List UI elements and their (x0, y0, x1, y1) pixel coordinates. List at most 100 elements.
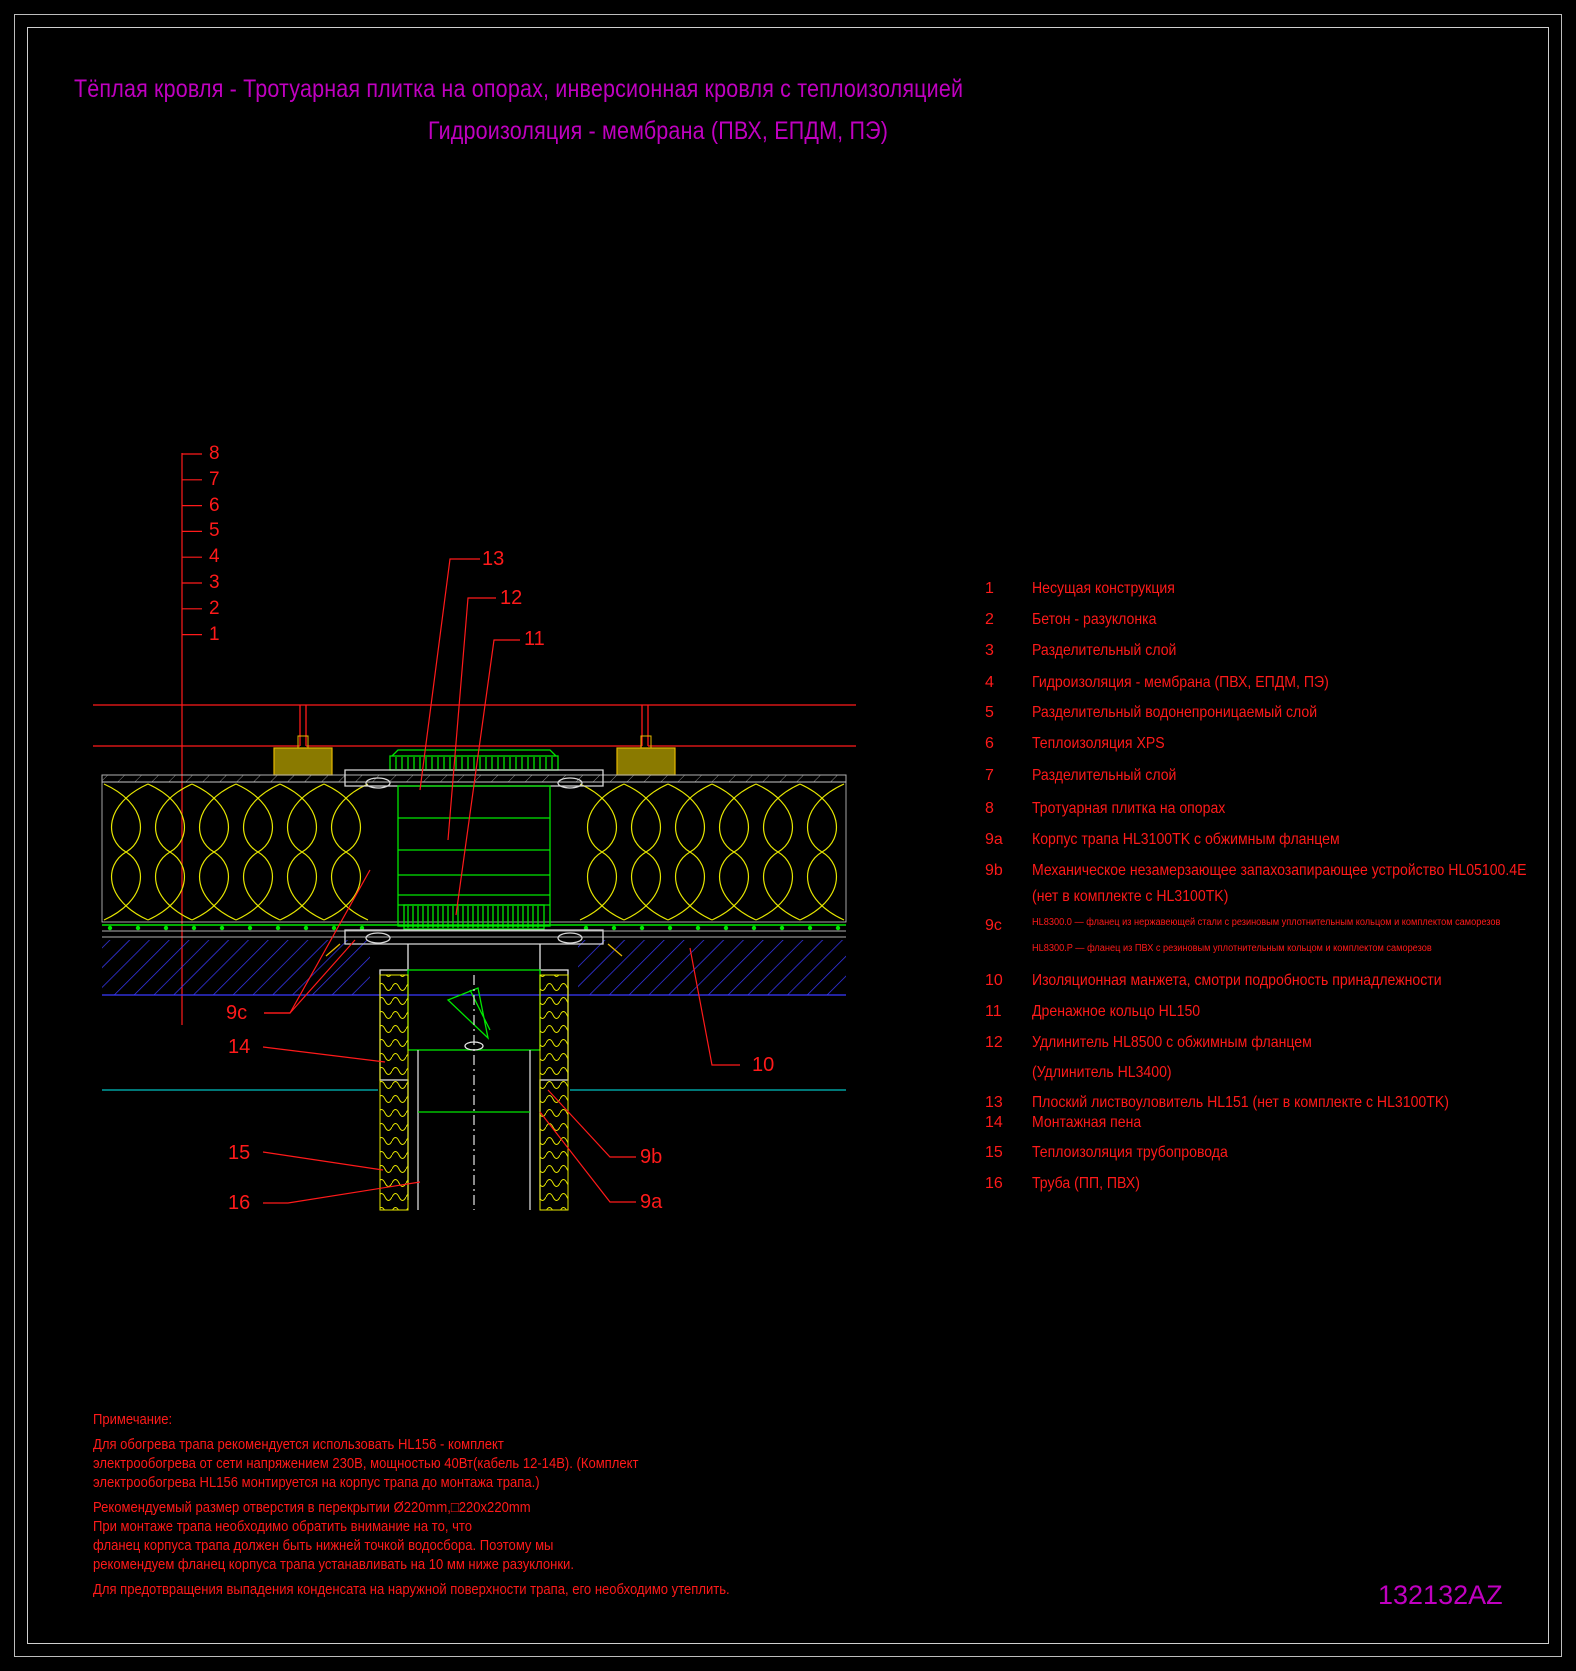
drain-pipe (417, 1050, 531, 1210)
legend-text: Корпус трапа HL3100TK с обжимным фланцем (1032, 831, 1340, 848)
insulation-loop (711, 783, 757, 921)
note-line: электрообогрева HL156 монтируется на кор… (93, 1474, 540, 1491)
callout-11: 11 (524, 628, 545, 650)
membrane-dot (359, 925, 365, 931)
membrane-dot (611, 925, 617, 931)
callout-12: 12 (500, 587, 523, 609)
pedestal-supports (273, 735, 676, 776)
legend-number: 3 (985, 642, 994, 659)
layer-label-1: 1 (209, 623, 220, 645)
xps-insulation (101, 781, 847, 923)
callout-9b: 9b (640, 1146, 663, 1168)
legend-number: 12 (985, 1034, 1003, 1051)
callout-13: 13 (482, 548, 505, 570)
legend-text: Тротуарная плитка на опорах (1032, 800, 1226, 817)
insulation-loop (323, 783, 369, 921)
legend-text: (нет в комплекте с HL3100TK) (1032, 888, 1229, 905)
insulation-loop (667, 783, 713, 921)
membrane-dot (807, 925, 813, 931)
layer-label-5: 5 (209, 520, 220, 542)
legend-number: 7 (985, 767, 994, 784)
legend-text: Теплоизоляция трубопровода (1032, 1144, 1228, 1161)
legend-number: 10 (985, 972, 1003, 989)
inner-frame (27, 27, 1549, 1644)
legend-text: HL8300.P — фланец из ПВХ с резиновым упл… (1032, 943, 1432, 954)
legend-number: 2 (985, 611, 994, 628)
legend-number: 4 (985, 674, 994, 691)
insulation-loop (147, 783, 193, 921)
legend-number: 6 (985, 735, 994, 752)
drawing-code: 132132AZ (1378, 1580, 1503, 1610)
legend-text: Гидроизоляция - мембрана (ПВХ, ЕПДМ, ПЭ) (1032, 674, 1329, 691)
membrane-dot (779, 925, 785, 931)
note-line: Для предотвращения выпадения конденсата … (93, 1581, 730, 1598)
note-line: Рекомендуемый размер отверстия в перекры… (93, 1499, 531, 1516)
membrane-layers (102, 924, 846, 938)
note-line: фланец корпуса трапа должен быть нижней … (93, 1537, 554, 1554)
paving-tiles (93, 704, 856, 747)
legend-number: 9a (985, 831, 1003, 848)
membrane-dot (107, 925, 113, 931)
legend-text: Плоский листвоуловитель HL151 (нет в ком… (1032, 1094, 1449, 1111)
roof-drain-assembly (325, 749, 623, 1210)
legend-number: 14 (985, 1114, 1003, 1131)
layer-label-7: 7 (209, 468, 220, 490)
layer-label-3: 3 (209, 572, 220, 593)
legend-text: Удлинитель HL8500 с обжимным фланцем (1032, 1034, 1312, 1051)
legend-number: 9b (985, 862, 1003, 879)
insulation-loop (755, 783, 801, 921)
legend-text: (Удлинитель HL3400) (1032, 1064, 1172, 1081)
outer-frame (14, 14, 1562, 1657)
callout-9c: 9c (226, 1002, 248, 1024)
legend-text: Труба (ПП, ПВХ) (1032, 1175, 1140, 1192)
insulation-loop (579, 783, 625, 921)
membrane-dot (303, 925, 309, 931)
membrane-dot (695, 925, 701, 931)
callout-10: 10 (752, 1054, 775, 1076)
membrane-dot (219, 925, 225, 931)
legend-text: Механическое незамерзающее запахозапираю… (1032, 862, 1527, 879)
membrane-dot (723, 925, 729, 931)
drawing-title-line2: Гидроизоляция - мембрана (ПВХ, ЕПДМ, ПЭ) (428, 117, 889, 145)
note-heading: Примечание: (93, 1411, 173, 1428)
insulation-loop (623, 783, 669, 921)
insulation-loop (235, 783, 281, 921)
drawing-title-line1: Тёплая кровля - Тротуарная плитка на опо… (74, 75, 964, 103)
callout-leaders (262, 558, 740, 1204)
membrane-dot (163, 925, 169, 931)
membrane-dot (247, 925, 253, 931)
pipe-insulation (379, 974, 569, 1211)
insulation-loop (103, 783, 149, 921)
layer-label-6: 6 (209, 494, 220, 516)
legend-number: 13 (985, 1094, 1003, 1111)
legend-text: Монтажная пена (1032, 1114, 1142, 1131)
note-line: При монтаже трапа необходимо обратить вн… (93, 1518, 472, 1535)
membrane-dot (275, 925, 281, 931)
membrane-dot (191, 925, 197, 931)
legend-text: Теплоизоляция XPS (1032, 735, 1165, 752)
legend-text: Разделительный водонепроницаемый слой (1032, 704, 1318, 721)
note-block: Примечание: Для обогрева трапа рекоменду… (93, 1410, 730, 1599)
membrane-dot (639, 925, 645, 931)
legend-number: 15 (985, 1144, 1003, 1161)
callout-14: 14 (228, 1036, 251, 1058)
membrane-dot (667, 925, 673, 931)
layer-label-8: 8 (209, 443, 220, 464)
membrane-dot (835, 925, 841, 931)
legend-number: 11 (985, 1003, 1002, 1020)
layer-label-2: 2 (209, 597, 220, 619)
concrete-screed (102, 940, 846, 995)
legend-text: Разделительный слой (1032, 642, 1177, 659)
membrane-dot (583, 925, 589, 931)
callout-9a: 9a (640, 1191, 663, 1213)
membrane-dot (135, 925, 141, 931)
membrane-dot (751, 925, 757, 931)
legend-number: 1 (985, 580, 994, 597)
callout-16: 16 (228, 1192, 251, 1214)
legend-text: HL8300.0 — фланец из нержавеющей стали с… (1032, 917, 1501, 928)
legend-number: 9c (985, 917, 1002, 934)
note-line: Для обогрева трапа рекомендуется использ… (93, 1436, 504, 1453)
legend-text: Изоляционная манжета, смотри подробность… (1032, 972, 1442, 989)
layer-label-4: 4 (209, 546, 220, 568)
